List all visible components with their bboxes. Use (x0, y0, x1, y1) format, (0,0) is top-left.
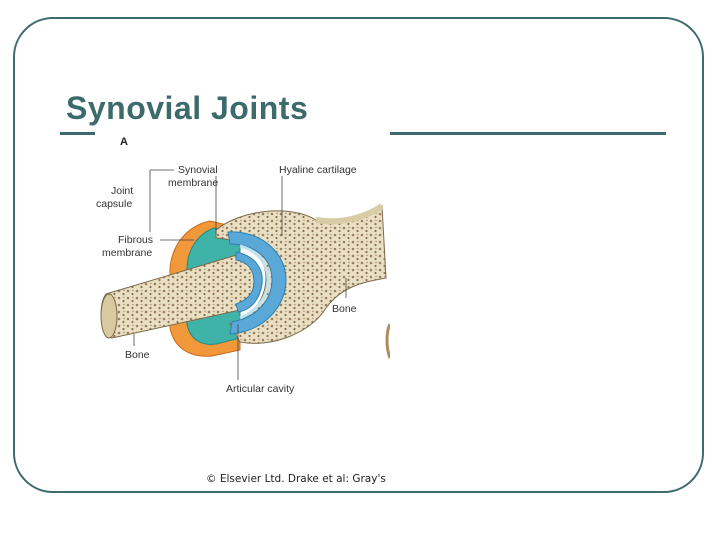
title-rule-left (60, 132, 95, 135)
panel-label: A (120, 136, 128, 148)
hyaline-cartilage-cap (235, 251, 263, 313)
left-bone-cut-end (100, 293, 118, 339)
joint-diagram: A Synovial membrane Hyaline cartilage Jo… (96, 136, 390, 395)
image-credit: © Elsevier Ltd. Drake et al: Gray's (206, 473, 386, 485)
hyaline-cartilage-cup (227, 231, 287, 335)
synovial-joint-figure: A Synovial membrane Hyaline cartilage Jo… (90, 128, 390, 400)
leader-joint-capsule (149, 169, 174, 232)
right-bone-cortex (315, 203, 384, 225)
label-bone-left: Bone (125, 349, 150, 361)
label-joint-capsule-line2: capsule (96, 198, 132, 210)
label-fibrous-membrane-line2: membrane (102, 247, 152, 259)
label-joint-capsule-line1: Joint (111, 185, 133, 197)
label-fibrous-membrane-line1: Fibrous (118, 234, 153, 246)
label-bone-right: Bone (332, 303, 357, 315)
slide-title: Synovial Joints (66, 90, 309, 126)
label-articular-cavity: Articular cavity (226, 383, 295, 395)
adjacent-figure-edge (385, 323, 390, 359)
title-rule-right (390, 132, 666, 135)
label-synovial-membrane-line2: membrane (168, 177, 218, 189)
label-synovial-membrane-line1: Synovial (178, 164, 218, 176)
label-hyaline-cartilage: Hyaline cartilage (279, 164, 357, 176)
articular-cavity-gap (239, 244, 270, 320)
